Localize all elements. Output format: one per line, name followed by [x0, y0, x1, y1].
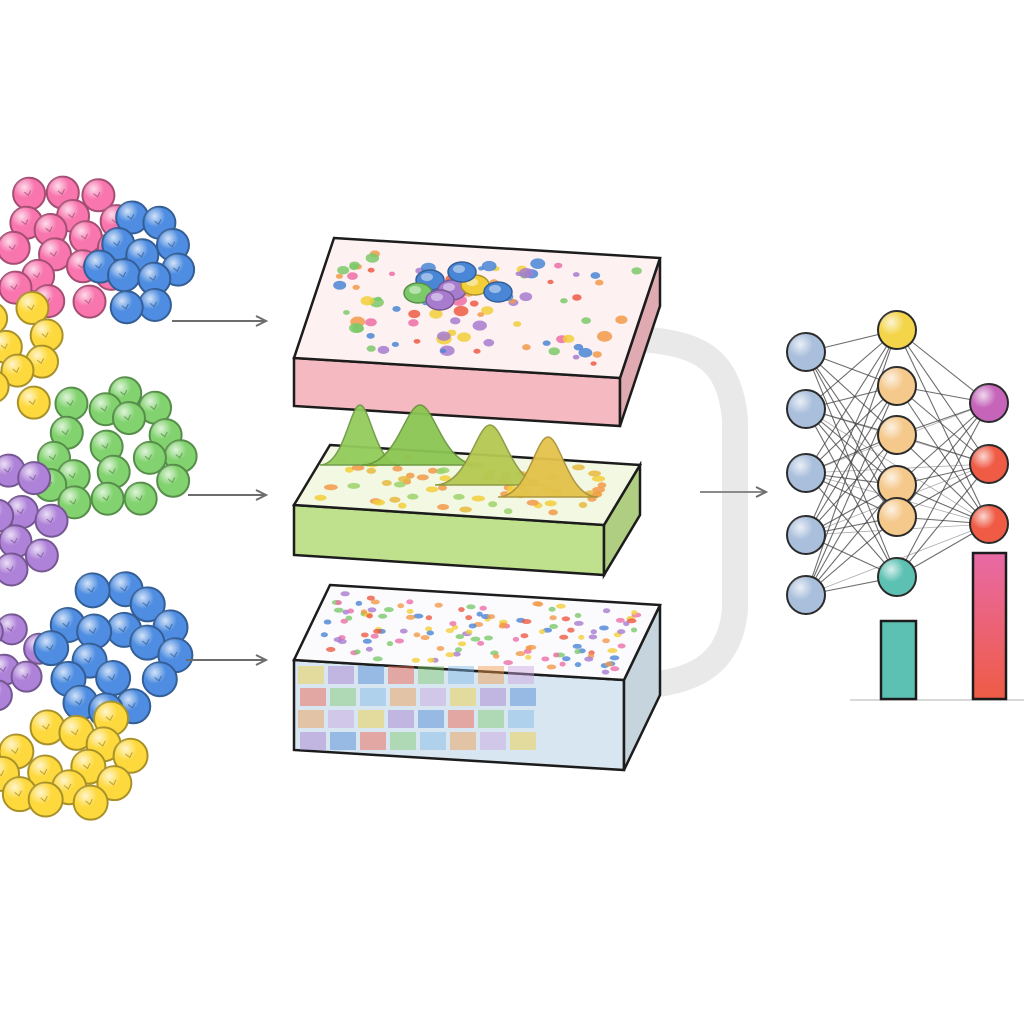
cluster-yellow	[0, 700, 149, 821]
cell	[4, 494, 39, 529]
cluster-green	[33, 376, 198, 520]
cluster-yellow	[0, 291, 64, 420]
cell	[27, 781, 64, 818]
cell	[0, 498, 15, 533]
cell	[37, 440, 72, 475]
spatial-grid-layer	[292, 583, 662, 772]
cell	[0, 552, 29, 587]
cell	[109, 290, 144, 325]
layer-cells	[320, 591, 642, 675]
cell	[112, 737, 149, 774]
cell	[12, 176, 47, 211]
network-node	[969, 383, 1009, 423]
cell	[0, 621, 4, 643]
network-node	[969, 444, 1009, 484]
network-node	[786, 389, 826, 429]
cell	[17, 461, 52, 496]
cell	[72, 284, 107, 319]
cell	[89, 429, 124, 464]
gradient-bar	[971, 551, 1008, 701]
teal-bar	[879, 619, 918, 701]
cell	[107, 258, 142, 293]
cell	[54, 386, 89, 421]
cell	[132, 440, 167, 475]
network-node	[877, 310, 917, 350]
cluster-purple	[0, 453, 69, 587]
cell	[0, 679, 13, 711]
cell	[129, 624, 166, 661]
cell	[33, 630, 70, 667]
network-node	[969, 504, 1009, 544]
expression-peaks	[319, 404, 599, 498]
cell	[57, 485, 92, 520]
expression-peaks-layer	[291, 404, 643, 580]
network-node	[786, 515, 826, 555]
network-node	[786, 332, 826, 372]
cell	[90, 481, 125, 516]
network-node	[786, 575, 826, 615]
cell	[96, 765, 133, 802]
cell	[141, 661, 178, 698]
cell	[96, 454, 131, 489]
cell	[88, 392, 123, 427]
cell	[95, 659, 132, 696]
peak	[361, 404, 479, 466]
cell	[74, 572, 111, 609]
network-node	[877, 557, 917, 597]
layer-top	[292, 236, 662, 380]
cell	[16, 385, 51, 420]
data-layers	[291, 236, 662, 772]
cell	[72, 784, 109, 821]
cell	[0, 524, 33, 559]
network-node	[786, 453, 826, 493]
cluster-blue	[83, 200, 196, 325]
cell	[123, 481, 158, 516]
cell	[0, 613, 28, 646]
cell	[0, 371, 10, 402]
cell	[0, 353, 35, 388]
neural-network	[786, 310, 1009, 615]
peak	[497, 436, 599, 498]
cluster-blue	[33, 571, 194, 729]
spatial-grid	[298, 666, 536, 750]
cell	[29, 709, 66, 746]
network-node	[877, 366, 917, 406]
network-node	[877, 415, 917, 455]
cell	[0, 230, 31, 265]
cell	[49, 415, 84, 450]
cell	[68, 220, 103, 255]
cell	[10, 660, 43, 693]
cell	[156, 463, 191, 498]
network-nodes	[786, 310, 1009, 615]
cell	[137, 261, 172, 296]
cell	[24, 538, 59, 573]
cell-segmentation-layer	[292, 236, 662, 428]
layer-cells	[333, 250, 642, 366]
cell	[111, 401, 146, 436]
cell	[34, 503, 69, 538]
input-arrows	[172, 315, 269, 666]
cell	[129, 586, 166, 623]
cell	[137, 288, 172, 323]
cell	[0, 303, 9, 333]
network-node	[877, 497, 917, 537]
cell	[15, 291, 50, 326]
cell	[138, 390, 173, 425]
output-bars	[850, 551, 1024, 701]
cell	[29, 318, 64, 353]
cell	[81, 178, 116, 213]
merge-bracket	[637, 327, 748, 698]
cell-clusters	[0, 175, 198, 821]
